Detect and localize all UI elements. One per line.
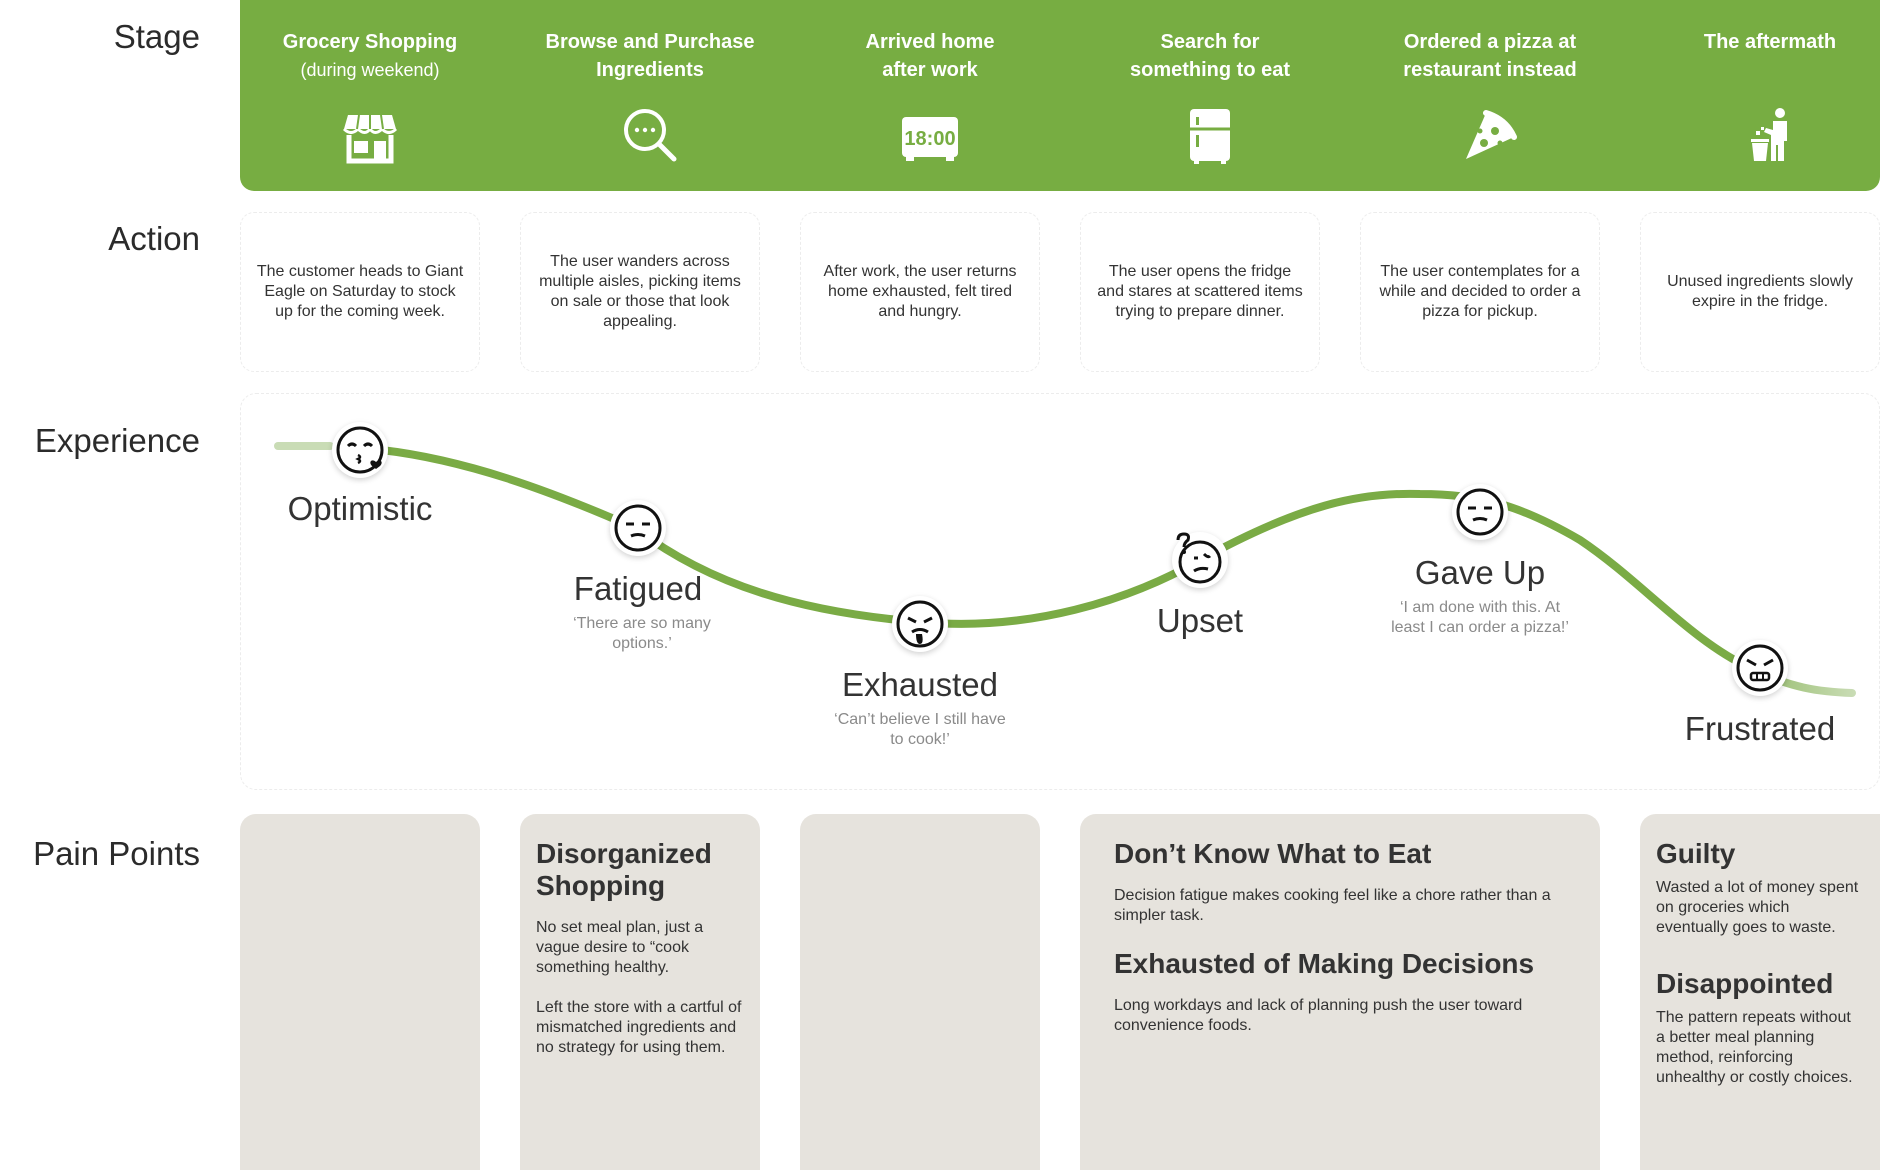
fridge-icon: [1190, 109, 1230, 164]
stage-grocery-shopping: Grocery Shopping (during weekend): [235, 0, 505, 191]
action-card: The user contemplates for a while and de…: [1360, 212, 1600, 372]
stage-browse-purchase: Browse and Purchase Ingredients: [515, 0, 785, 191]
pain-body: Left the store with a cartful of mismatc…: [536, 999, 742, 1056]
stage-title: Browse and Purchase Ingredients: [545, 31, 755, 81]
row-label-stage: Stage: [113, 18, 200, 55]
magnifier-icon: [624, 109, 677, 162]
kissing-face-icon: [336, 426, 384, 474]
stage-ordered-pizza: Ordered a pizza at restaurant instead: [1355, 0, 1625, 191]
pain-title: Guilty: [1656, 838, 1736, 869]
stage-title: The aftermath: [1703, 31, 1837, 53]
emotion-label: Frustrated: [1684, 710, 1836, 747]
confused-face-icon: [1176, 532, 1222, 584]
face-marker: [1452, 484, 1508, 540]
stage-arrived-home: Arrived home after work 18:00: [795, 0, 1065, 191]
emotion-label: Upset: [1156, 602, 1244, 639]
action-card: After work, the user returns home exhaus…: [800, 212, 1040, 372]
stage-search-food: Search for something to eat: [1075, 0, 1345, 191]
clock-display: 18:00: [904, 128, 955, 150]
face-marker: [892, 596, 948, 652]
action-text: Unused ingredients slowly expire in the …: [1667, 273, 1853, 310]
pain-card-guilt: Guilty Wasted a lot of money spent on gr…: [1640, 814, 1880, 1170]
emotion-quote: ‘Can’t believe I still have to cook!’: [834, 711, 1006, 748]
unamused-face-icon: [614, 504, 662, 552]
stage-subtitle: (during weekend): [300, 60, 440, 80]
stage-title: Arrived home after work: [865, 31, 995, 81]
storefront-icon: [342, 114, 398, 164]
unamused-face-icon: [1456, 488, 1504, 536]
stage-title: Grocery Shopping (during weekend): [235, 28, 505, 84]
row-label-action: Action: [108, 220, 200, 257]
pain-title: Disappointed: [1656, 968, 1834, 999]
pain-body: Wasted a lot of money spent on groceries…: [1656, 879, 1859, 936]
action-text: The customer heads to Giant Eagle on Sat…: [256, 263, 464, 320]
pain-card: [240, 814, 480, 1170]
row-label-pain-points: Pain Points: [33, 835, 200, 872]
drooling-face-icon: [896, 600, 944, 648]
stage-band: Grocery Shopping (during weekend) Browse…: [240, 0, 1880, 191]
action-card: Unused ingredients slowly expire in the …: [1640, 212, 1880, 372]
emotion-label: Fatigued: [573, 570, 703, 607]
stage-title: Search for something to eat: [1129, 31, 1290, 81]
emotion-quote: ‘I am done with this. At least I can ord…: [1391, 599, 1569, 636]
face-marker: [610, 500, 666, 556]
pain-body: No set meal plan, just a vague desire to…: [536, 919, 704, 976]
action-text: The user contemplates for a while and de…: [1379, 263, 1581, 320]
angry-face-icon: [1736, 644, 1784, 692]
pain-card: [800, 814, 1040, 1170]
pain-body: The pattern repeats without a better mea…: [1656, 1009, 1853, 1086]
pizza-slice-icon: [1466, 110, 1517, 159]
pain-title: Don’t Know What to Eat: [1114, 838, 1432, 869]
emotion-label: Optimistic: [287, 490, 433, 527]
clock-18-00-icon: 18:00: [902, 117, 958, 161]
emotion-label: Gave Up: [1414, 554, 1546, 591]
action-card: The user wanders across multiple aisles,…: [520, 212, 760, 372]
pain-card-disorganized-shopping: Disorganized Shopping No set meal plan, …: [520, 814, 760, 1170]
stage-aftermath: The aftermath: [1635, 0, 1880, 191]
action-card: The customer heads to Giant Eagle on Sat…: [240, 212, 480, 372]
trash-disposal-icon: [1751, 108, 1787, 161]
action-card: The user opens the fridge and stares at …: [1080, 212, 1320, 372]
face-marker: [332, 422, 388, 478]
action-text: The user opens the fridge and stares at …: [1097, 263, 1303, 320]
pain-body: Decision fatigue makes cooking feel like…: [1114, 887, 1551, 924]
pain-title: Exhausted of Making Decisions: [1114, 948, 1535, 979]
action-text: After work, the user returns home exhaus…: [823, 263, 1017, 320]
pain-body: Long workdays and lack of planning push …: [1114, 997, 1523, 1034]
stage-title: Ordered a pizza at restaurant instead: [1403, 31, 1577, 81]
face-marker: [1172, 532, 1228, 588]
row-label-experience: Experience: [34, 422, 200, 459]
action-text: The user wanders across multiple aisles,…: [539, 253, 741, 330]
pain-card-decisions: Don’t Know What to Eat Decision fatigue …: [1080, 814, 1600, 1170]
emotion-label: Exhausted: [842, 666, 998, 703]
pain-title: Disorganized Shopping: [536, 838, 712, 901]
face-marker: [1732, 640, 1788, 696]
emotion-quote: ‘There are so many options.’: [573, 615, 711, 652]
